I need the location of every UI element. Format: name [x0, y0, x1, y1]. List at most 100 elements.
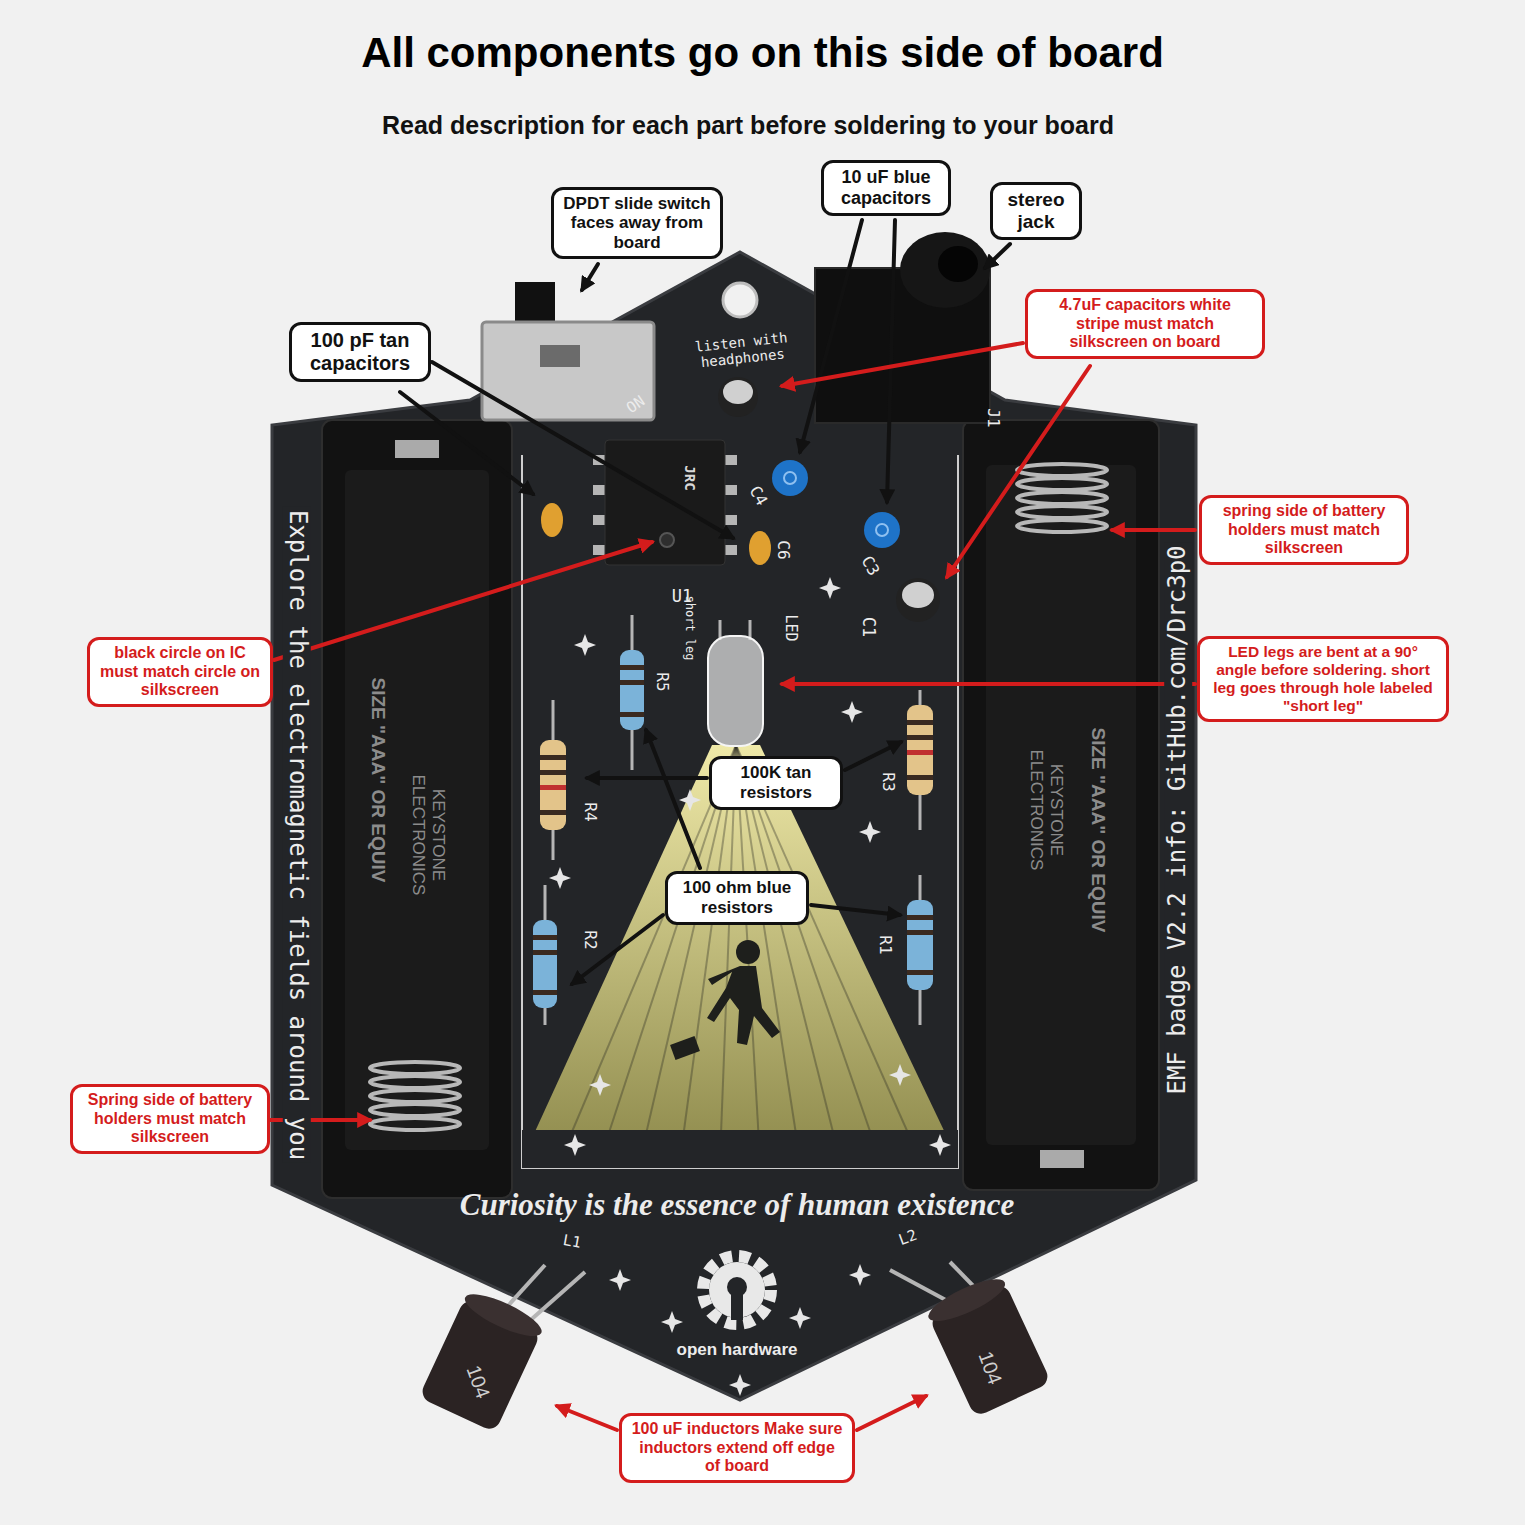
electrolytic-capacitor-part: [902, 582, 934, 608]
leader-arrows-part-part: [572, 915, 663, 984]
ic-chip-part: [605, 440, 725, 565]
stars-part: [661, 1311, 683, 1333]
silkscreen-label: C4: [745, 483, 771, 509]
silkscreen-label: J1: [984, 408, 1002, 427]
led-part: [708, 636, 763, 746]
callout-text: 100 pF tan capacitors: [300, 329, 420, 375]
resistor-part: [545, 615, 920, 1025]
resistor-part-part: [907, 915, 933, 920]
beam-illustration-part: [736, 940, 760, 964]
leader-arrows-part: [400, 220, 1010, 984]
callout-text: 4.7uF capacitors white stripe must match…: [1036, 296, 1254, 351]
stars: [549, 577, 951, 1396]
battery-holder-part: [322, 420, 512, 1198]
leader-arrows-part: [270, 343, 1195, 1430]
silkscreen-label: ON: [624, 393, 649, 417]
inductor: [419, 1262, 1052, 1433]
resistor-part-part: [533, 950, 557, 955]
callout-box: DPDT slide switch faces away from board: [551, 187, 723, 260]
ic-chip: [593, 440, 737, 565]
slide-switch-part: [540, 345, 580, 367]
silkscreen-label: listen with headphones: [691, 329, 794, 371]
stars-part: [789, 1307, 811, 1329]
resistor: [533, 615, 933, 1025]
stars-part: [819, 577, 841, 599]
callout-box: 100 ohm blue resistors: [665, 871, 809, 924]
stereo-jack-part: [900, 232, 990, 308]
silkscreen-label: C3: [857, 553, 883, 579]
beam-illustration-part: [670, 1036, 700, 1060]
warning-callout: LED legs are bent at a 90° angle before …: [1197, 636, 1449, 721]
board-slogan: Explore the electromagnetic fields aroun…: [283, 507, 311, 1163]
callout-text: 100 uF inductors Make sure inductors ext…: [630, 1420, 844, 1475]
stars-part: [574, 634, 596, 656]
blue-capacitor: [772, 460, 900, 548]
warning-callout: 100 uF inductors Make sure inductors ext…: [619, 1413, 855, 1482]
warning-callout: black circle on IC must match circle on …: [87, 637, 273, 706]
battery-holder: [322, 420, 512, 1198]
inductor-part: [419, 1287, 547, 1433]
leader-arrows-part-part: [845, 742, 901, 770]
resistor-part-part: [620, 680, 644, 685]
blue-capacitor-part: [876, 524, 888, 536]
leader-arrows: [270, 220, 1195, 1430]
battery-holder-part: [1017, 464, 1107, 532]
leader-arrows-part-part: [811, 905, 900, 915]
silkscreen-label: L2: [897, 1227, 920, 1249]
beam-illustration-part-part: [560, 745, 736, 1160]
battery-holder-part-part: [370, 1090, 460, 1102]
resistor-part-part: [907, 720, 933, 725]
silkscreen-label: C6: [774, 540, 792, 559]
stars-part: [929, 1134, 951, 1156]
battery-holder-part: [963, 420, 1159, 1190]
leader-arrows-part-part: [887, 220, 895, 502]
battery-holder-part-part: [1017, 464, 1107, 476]
silkscreen-label: R2: [581, 930, 599, 949]
resistor-part-part: [540, 810, 566, 815]
resistor-part: [540, 740, 566, 830]
leader-arrows-part-part: [857, 1396, 926, 1430]
resistor-part-part: [907, 750, 933, 755]
leader-arrows-part-part: [557, 1406, 617, 1430]
ceramic-capacitor-part: [541, 503, 563, 537]
battery-holder-part-part: [370, 1118, 460, 1130]
stars-part: [679, 789, 701, 811]
resistor-part-part: [540, 755, 566, 760]
silkscreen-label: R3: [879, 772, 897, 791]
beam-illustration-part: [522, 745, 958, 1160]
led: [708, 620, 763, 746]
warning-callout: Spring side of battery holders must matc…: [70, 1084, 270, 1153]
resistor-part-part: [533, 935, 557, 940]
callout-text: LED legs are bent at a 90° angle before …: [1208, 643, 1438, 714]
resistor-part-part: [907, 930, 933, 935]
inductor-part-part: [460, 1287, 546, 1344]
blue-capacitor-part: [864, 512, 900, 548]
pcb-board: [272, 252, 1196, 1400]
battery-holder-part-part: [1017, 506, 1107, 518]
beam-illustration: [522, 745, 958, 1168]
leader-arrows-part-part: [432, 362, 733, 538]
stereo-jack: [815, 232, 990, 423]
silkscreen-label: R4: [581, 802, 599, 821]
leader-arrows-part-part: [782, 682, 1195, 686]
callout-text: black circle on IC must match circle on …: [98, 644, 262, 699]
inductor-part-part: [924, 1272, 1010, 1329]
callout-text: stereo jack: [1001, 189, 1071, 233]
battery-marking: KEYSTONE ELECTRONICS: [1026, 740, 1065, 880]
logo-caption: open hardware: [677, 1340, 798, 1360]
callout-text: 100K tan resistors: [720, 763, 832, 802]
battery-holder-part: [345, 470, 489, 1150]
leader-arrows-part-part: [1112, 528, 1195, 532]
ceramic-capacitor: [541, 503, 771, 565]
leader-arrows-part-part: [800, 220, 862, 452]
callout-box: 10 uF blue capacitors: [821, 160, 951, 215]
leader-arrows-part-part: [782, 343, 1023, 386]
board-version: EMF badge V2.2 info: GitHub.com/Drc3p0: [1164, 542, 1192, 1097]
blue-capacitor-part: [772, 460, 808, 496]
silkscreen-label: short leg: [682, 595, 696, 660]
battery-marking: SIZE "AAA" OR EQUIV: [367, 678, 389, 883]
resistor-part: [907, 705, 933, 795]
callout-text: spring side of battery holders must matc…: [1210, 502, 1398, 557]
leader-arrows-part-part: [582, 264, 598, 290]
